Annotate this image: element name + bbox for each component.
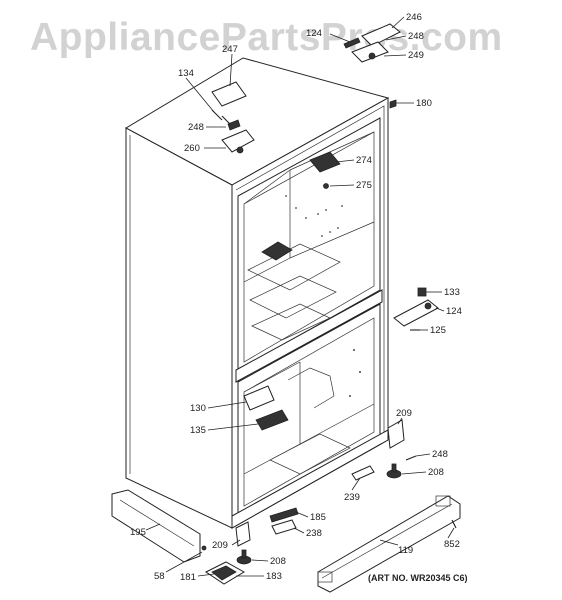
refrigerator-cabinet	[124, 57, 390, 529]
callout-119: 119	[398, 545, 413, 556]
callout-135: 135	[190, 425, 206, 436]
screw-180	[389, 99, 397, 109]
callout-274: 274	[356, 155, 372, 166]
callout-124: 124	[446, 306, 462, 317]
callout-130: 130	[190, 403, 206, 414]
screw-852	[451, 519, 457, 529]
hinge-cover	[211, 81, 247, 107]
part-130	[243, 385, 275, 411]
art-number: (ART NO. WR20345 C6)	[368, 573, 468, 583]
callout-248-top: 248	[408, 31, 424, 42]
top-hinge-left	[221, 119, 255, 154]
callout-249: 249	[408, 50, 424, 61]
callout-238: 238	[306, 528, 322, 539]
leveler-208-left	[236, 549, 252, 565]
callout-208-right: 208	[428, 467, 444, 478]
bracket-274	[309, 151, 341, 173]
toe-grille-119	[317, 495, 461, 593]
screw-248	[405, 455, 417, 461]
callout-185: 185	[310, 512, 326, 523]
mullion	[235, 289, 383, 383]
callout-209-left: 209	[212, 540, 228, 551]
top-hinge-right	[343, 23, 401, 63]
callout-248-right: 248	[432, 449, 448, 460]
part-135	[255, 409, 289, 431]
screw-275	[323, 183, 329, 189]
callout-125: 125	[430, 325, 446, 336]
bottom-hinge-bracket	[393, 299, 439, 327]
callout-labels: 246 124 248 249 247 180 134 248 260 274 …	[130, 12, 462, 583]
callout-195: 195	[130, 527, 146, 538]
leveler-208-right	[386, 463, 402, 479]
callout-124-top: 124	[306, 28, 322, 39]
callout-133: 133	[444, 287, 460, 298]
callout-134: 134	[178, 68, 194, 79]
part-133	[417, 287, 427, 297]
callout-181: 181	[180, 572, 196, 583]
callout-239: 239	[344, 492, 360, 503]
callout-209-right: 209	[396, 408, 412, 419]
part-239	[351, 465, 375, 481]
bracket-209-right	[387, 419, 405, 449]
callout-260: 260	[184, 143, 200, 154]
callout-208-left: 208	[270, 556, 286, 567]
screw-58	[201, 545, 207, 551]
callout-183: 183	[266, 571, 282, 582]
callout-180: 180	[416, 98, 432, 109]
callout-58: 58	[154, 571, 165, 582]
watermark: AppliancePartsPros.com	[30, 16, 503, 59]
part-238	[271, 519, 297, 535]
callout-275: 275	[356, 180, 372, 191]
air-vent	[261, 241, 293, 261]
leader-lines	[145, 16, 455, 577]
callout-852: 852	[444, 539, 460, 550]
bracket-209-left	[235, 521, 251, 547]
callout-247: 247	[222, 44, 238, 55]
fresh-food-opening	[237, 117, 381, 371]
callout-246: 246	[406, 12, 422, 23]
cabinet-side	[125, 127, 233, 529]
callout-248-left: 248	[188, 122, 204, 133]
part-185	[269, 507, 299, 523]
